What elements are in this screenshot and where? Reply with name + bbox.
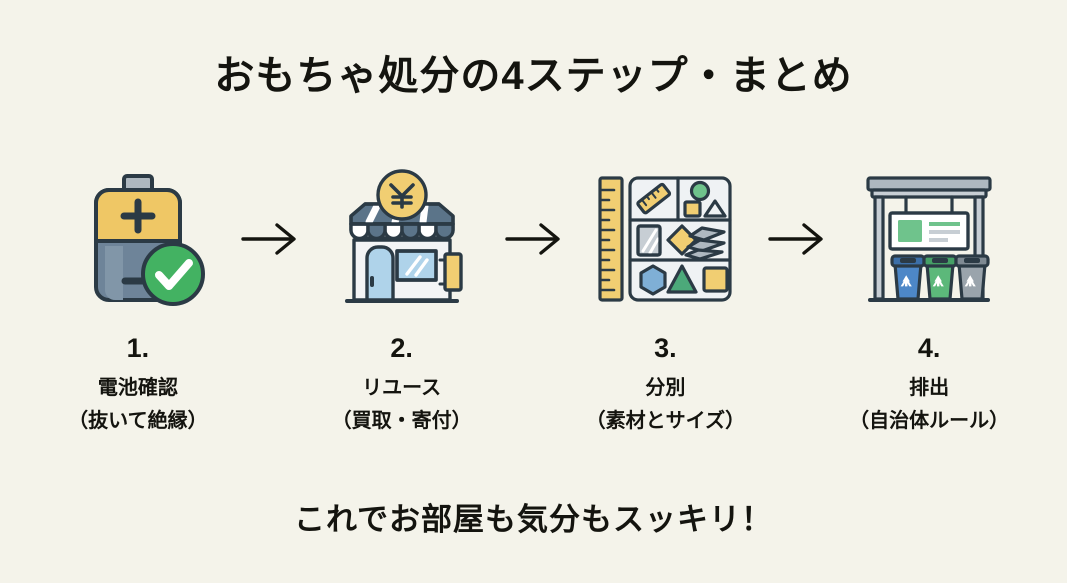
step-2-label: リユース [362, 376, 442, 399]
step-3: 3. 分別 （素材とサイズ） [570, 168, 762, 436]
recycling-station-icon [854, 168, 1004, 310]
step-2: 2. リユース （買取・寄付） [306, 168, 498, 436]
arrow-1-to-2 [234, 168, 306, 310]
step-1-sub: （抜いて絶縁） [68, 409, 208, 432]
steps-row: 1. 電池確認 （抜いて絶縁） [42, 168, 1025, 458]
battery-check-icon [63, 168, 213, 310]
step-2-sub: （買取・寄付） [331, 409, 472, 432]
step-3-number: 3. [654, 333, 677, 363]
step-1: 1. 電池確認 （抜いて絶縁） [42, 168, 234, 436]
step-4-sub: （自治体ルール） [849, 409, 1010, 432]
step-4-number: 4. [917, 333, 941, 363]
ruler-sorting-icon [590, 168, 740, 310]
step-2-number: 2. [390, 333, 413, 363]
page-title: おもちゃ処分の4ステップ・まとめ [214, 54, 853, 98]
shop-yen-icon [327, 168, 477, 310]
step-1-label: 電池確認 [97, 376, 178, 399]
arrow-2-to-3 [498, 168, 570, 310]
step-1-number: 1. [126, 333, 150, 363]
step-4: 4. 排出 （自治体ルール） [833, 168, 1025, 436]
step-3-sub: （素材とサイズ） [585, 409, 746, 432]
footer-message: これでお部屋も気分もスッキリ！ [293, 502, 774, 537]
arrow-3-to-4 [761, 168, 833, 310]
step-3-label: 分別 [645, 376, 686, 399]
step-4-label: 排出 [909, 376, 950, 399]
